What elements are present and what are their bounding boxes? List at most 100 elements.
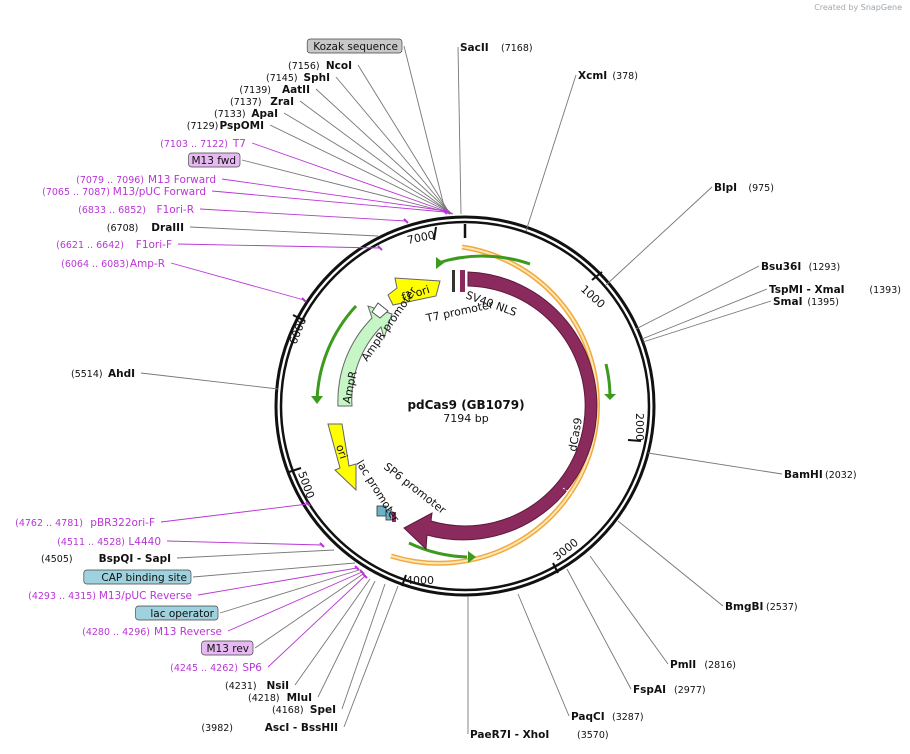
annotation-site[interactable]: ZraI(7137) (230, 96, 294, 108)
feature-box-label: CAP binding site (101, 572, 187, 584)
annotation-position: (4762 .. 4781) (15, 518, 83, 529)
annotation-box-teal[interactable]: CAP binding site (83, 569, 192, 585)
annotation-box-teal[interactable]: lac operator (135, 605, 219, 621)
annotation-name: F1ori-F (136, 239, 172, 251)
annotation-position: (4231) (225, 681, 257, 692)
annotation-name: Bsu36I (761, 261, 801, 273)
annotation-site[interactable]: SphI(7145) (266, 72, 330, 84)
annotation-primer[interactable]: SP6(4245 .. 4262) (170, 662, 262, 674)
tick-label-4000: 4000 (406, 574, 434, 587)
annotation-name: M13/pUC Forward (113, 186, 206, 198)
annotation-position: (4218) (248, 693, 280, 704)
annotation-primer[interactable]: M13/pUC Reverse(4293 .. 4315) (28, 590, 192, 602)
annotation-primer[interactable]: Amp-R(6064 .. 6083) (61, 258, 165, 270)
dcas9-feature[interactable] (403, 271, 598, 551)
annotation-position: (7168) (501, 43, 533, 54)
primer-tick (377, 245, 383, 251)
right-annotations: SacII(7168) XcmI(378) BlpI(975) Bsu36I(1293… (460, 42, 901, 741)
annotation-site[interactable]: AhdI(5514) (71, 368, 135, 380)
annotation-primer[interactable]: F1ori-R(6833 .. 6852) (78, 204, 194, 216)
annotation-primer[interactable]: M13 Reverse(4280 .. 4296) (82, 626, 222, 638)
feature-label-t7-promoter: T7 promoter (424, 298, 495, 325)
annotation-primer[interactable]: T7(7103 .. 7122) (160, 138, 246, 150)
annotation-site[interactable]: Bsu36I(1293) (761, 261, 840, 273)
leader-line (269, 124, 454, 215)
leader-line (189, 226, 379, 237)
annotation-site[interactable]: AatII(7139) (239, 84, 310, 96)
feature-box (306, 38, 403, 54)
annotation-position: (4280 .. 4296) (82, 627, 150, 638)
annotation-site[interactable]: TspMI - XmaI(1393) (769, 284, 901, 296)
annotation-site[interactable]: PaeR7I - XhoI(3570) (470, 729, 609, 741)
annotation-site[interactable]: NcoI(7156) (288, 60, 352, 72)
annotation-site[interactable]: DraIII (6708) (107, 222, 184, 234)
annotation-name: AscI - BssHII (265, 722, 338, 734)
annotation-site[interactable]: SpeI(4168) (272, 704, 336, 716)
annotation-site[interactable]: BamHI(2032) (784, 469, 857, 481)
annotation-site[interactable]: BlpI(975) (714, 182, 774, 194)
leader-line (641, 288, 768, 340)
annotation-site[interactable]: MluI(4218) (248, 692, 312, 704)
annotation-name: L4440 (128, 536, 161, 548)
annotation-position: (6064 .. 6083) (61, 259, 129, 270)
plasmid-name: pdCas9 (GB1079) (407, 398, 524, 412)
annotation-site[interactable]: PaqCI(3287) (571, 711, 644, 723)
leader-line (192, 562, 356, 578)
annotation-name: AhdI (108, 368, 135, 380)
tick-label-6000: 6000 (287, 315, 310, 346)
annotation-site[interactable]: PspOMI(7129) (187, 120, 264, 132)
annotation-primer[interactable]: L4440(4511 .. 4528) (57, 536, 161, 548)
annotation-site[interactable]: PmlI(2816) (670, 659, 736, 671)
annotation-site[interactable]: ApaI(7133) (214, 108, 278, 120)
leader-line (199, 208, 407, 222)
annotation-primer[interactable]: M13 Forward(7079 .. 7096) (76, 174, 216, 186)
ampr-promoter-feature[interactable] (371, 302, 389, 319)
annotation-site[interactable]: FspAI(2977) (633, 684, 706, 696)
annotation-site[interactable]: NsiI(4231) (225, 680, 289, 692)
annotation-position: (7137) (230, 97, 262, 108)
green-arc-right-head (604, 394, 616, 400)
annotation-position: (3982) (201, 723, 233, 734)
tick-mark (292, 314, 306, 322)
annotation-site[interactable]: BspQI - SapI(4505) (41, 553, 171, 565)
leader-line (221, 178, 447, 212)
leader-lines (140, 45, 783, 734)
annotation-position: (3287) (612, 712, 644, 723)
leader-line (341, 583, 386, 710)
annotation-site[interactable]: AscI - BssHII (3982) (201, 722, 338, 734)
primer-tick (442, 209, 448, 215)
annotation-position: (4293 .. 4315) (28, 591, 96, 602)
annotation-position: (6708) (107, 223, 139, 234)
tick-mark (552, 562, 559, 574)
annotation-box-gray[interactable]: Kozak sequence (306, 38, 403, 54)
annotation-primer[interactable]: pBR322ori-F (4762 .. 4781) (15, 517, 155, 529)
leader-line (357, 64, 451, 215)
primer-tick (403, 218, 409, 224)
annotation-position: (7065 .. 7087) (42, 187, 110, 198)
annotation-name: DraIII (151, 222, 184, 234)
annotation-name: M13/pUC Reverse (99, 590, 192, 602)
annotation-site[interactable]: SmaI(1395) (773, 296, 839, 308)
f1-ori-feature[interactable] (387, 277, 441, 306)
annotation-name: Amp-R (130, 258, 165, 270)
annotation-position: (4511 .. 4528) (57, 537, 125, 548)
annotation-site[interactable]: XcmI(378) (578, 70, 638, 82)
primer-tick (301, 297, 307, 303)
sv40-nls-mark (460, 270, 465, 292)
annotation-site[interactable]: SacII(7168) (460, 42, 533, 54)
annotation-site[interactable]: BmgBI(2537) (725, 601, 798, 613)
annotation-primer[interactable]: F1ori-F(6621 .. 6642) (56, 239, 172, 251)
annotation-box-purple[interactable]: M13 fwd (188, 152, 241, 168)
leader-line (647, 452, 783, 475)
ampr-feature[interactable] (337, 305, 393, 407)
leader-line (211, 190, 446, 213)
annotation-name: F1ori-R (157, 204, 194, 216)
leader-line (254, 573, 364, 649)
annotation-primer[interactable]: M13/pUC Forward(7065 .. 7087) (42, 186, 206, 198)
tick-mark (433, 226, 437, 241)
ori-feature[interactable] (327, 423, 357, 492)
annotation-box-purple[interactable]: M13 rev (201, 640, 254, 656)
leader-line (160, 503, 309, 523)
annotation-name: pBR322ori-F (90, 517, 155, 529)
backbone-outer-ring (274, 215, 656, 597)
